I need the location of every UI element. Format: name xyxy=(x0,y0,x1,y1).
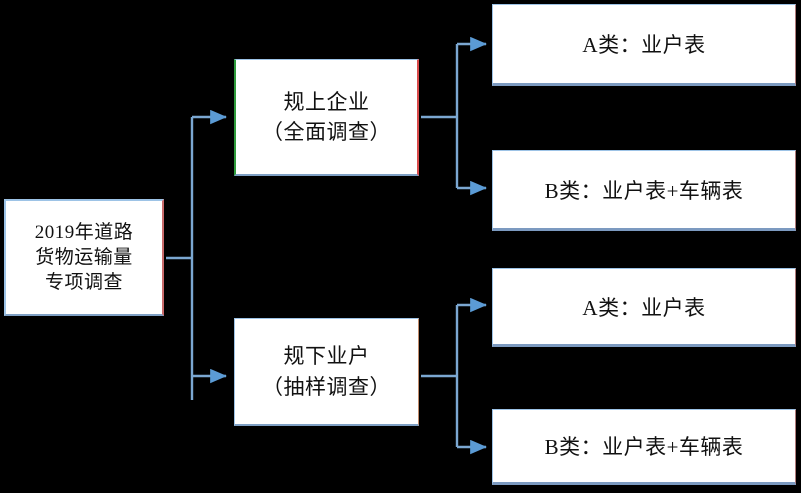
node-leaf-lower-a-label: A类：业户表 xyxy=(582,295,706,320)
node-branch-upper[interactable]: 规上企业 （全面调查） xyxy=(234,59,419,176)
node-root-line-1: 2019年道路 xyxy=(34,221,134,243)
node-root-survey[interactable]: 2019年道路 货物运输量 专项调查 xyxy=(4,199,164,316)
connector-root-split xyxy=(166,117,194,400)
node-leaf-lower-b-label: B类：业户表+车辆表 xyxy=(544,435,744,459)
node-branch-upper-line-2: （全面调查） xyxy=(262,120,391,144)
node-leaf-lower-a[interactable]: A类：业户表 xyxy=(492,268,796,347)
node-leaf-upper-b[interactable]: B类：业户表+车辆表 xyxy=(492,150,796,231)
node-leaf-upper-b-label: B类：业户表+车辆表 xyxy=(544,178,744,203)
node-branch-lower-line-1: 规下业户 xyxy=(283,344,370,369)
node-leaf-upper-a-label: A类：业户表 xyxy=(582,33,706,57)
node-root-line-3: 专项调查 xyxy=(44,272,123,294)
node-leaf-lower-b[interactable]: B类：业户表+车辆表 xyxy=(492,409,796,485)
connector-upper-split xyxy=(421,44,459,188)
connector-lower-split xyxy=(421,305,459,447)
node-leaf-upper-a[interactable]: A类：业户表 xyxy=(492,4,796,86)
node-root-line-2: 货物运输量 xyxy=(35,246,133,268)
node-branch-lower-line-2: （抽样调查） xyxy=(262,374,391,399)
node-branch-upper-line-1: 规上企业 xyxy=(283,89,370,114)
node-branch-lower[interactable]: 规下业户 （抽样调查） xyxy=(234,318,419,426)
